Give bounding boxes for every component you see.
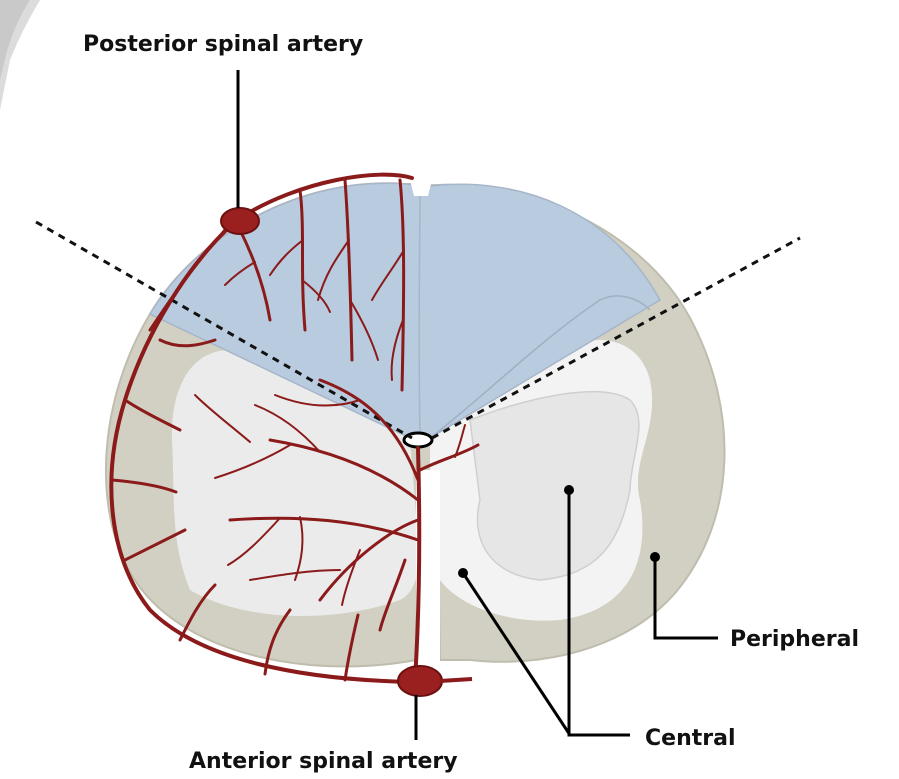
posterior-spinal-artery-label: Posterior spinal artery [83, 32, 363, 57]
posterior-median-septum [419, 186, 420, 436]
anterior-spinal-artery-node [398, 666, 442, 696]
page-corner-decoration [0, 0, 40, 110]
anterior-spinal-artery-vessel-right [440, 679, 472, 681]
posterior-spinal-artery-node [221, 208, 259, 234]
central-canal [404, 433, 432, 447]
central-label: Central [645, 726, 735, 751]
peripheral-label: Peripheral [730, 627, 859, 652]
anterior-spinal-artery-label: Anterior spinal artery [189, 749, 458, 774]
